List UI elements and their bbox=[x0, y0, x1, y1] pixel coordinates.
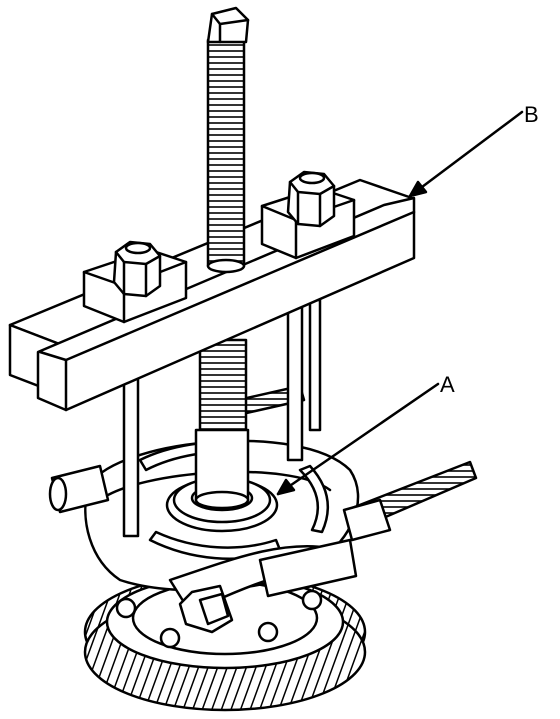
leader-a bbox=[276, 382, 440, 496]
claw-bolt-left bbox=[48, 464, 110, 514]
forcing-screw-lower bbox=[194, 338, 250, 510]
claw-arm-front bbox=[168, 538, 358, 634]
forcing-screw-upper bbox=[206, 6, 250, 274]
hex-nut-left bbox=[112, 240, 162, 298]
claw-bolt-right bbox=[342, 460, 478, 542]
callout-label-b: B bbox=[524, 102, 539, 127]
leader-b bbox=[408, 110, 524, 198]
hex-nut-right bbox=[286, 170, 336, 228]
callout-label-a: A bbox=[440, 372, 455, 397]
